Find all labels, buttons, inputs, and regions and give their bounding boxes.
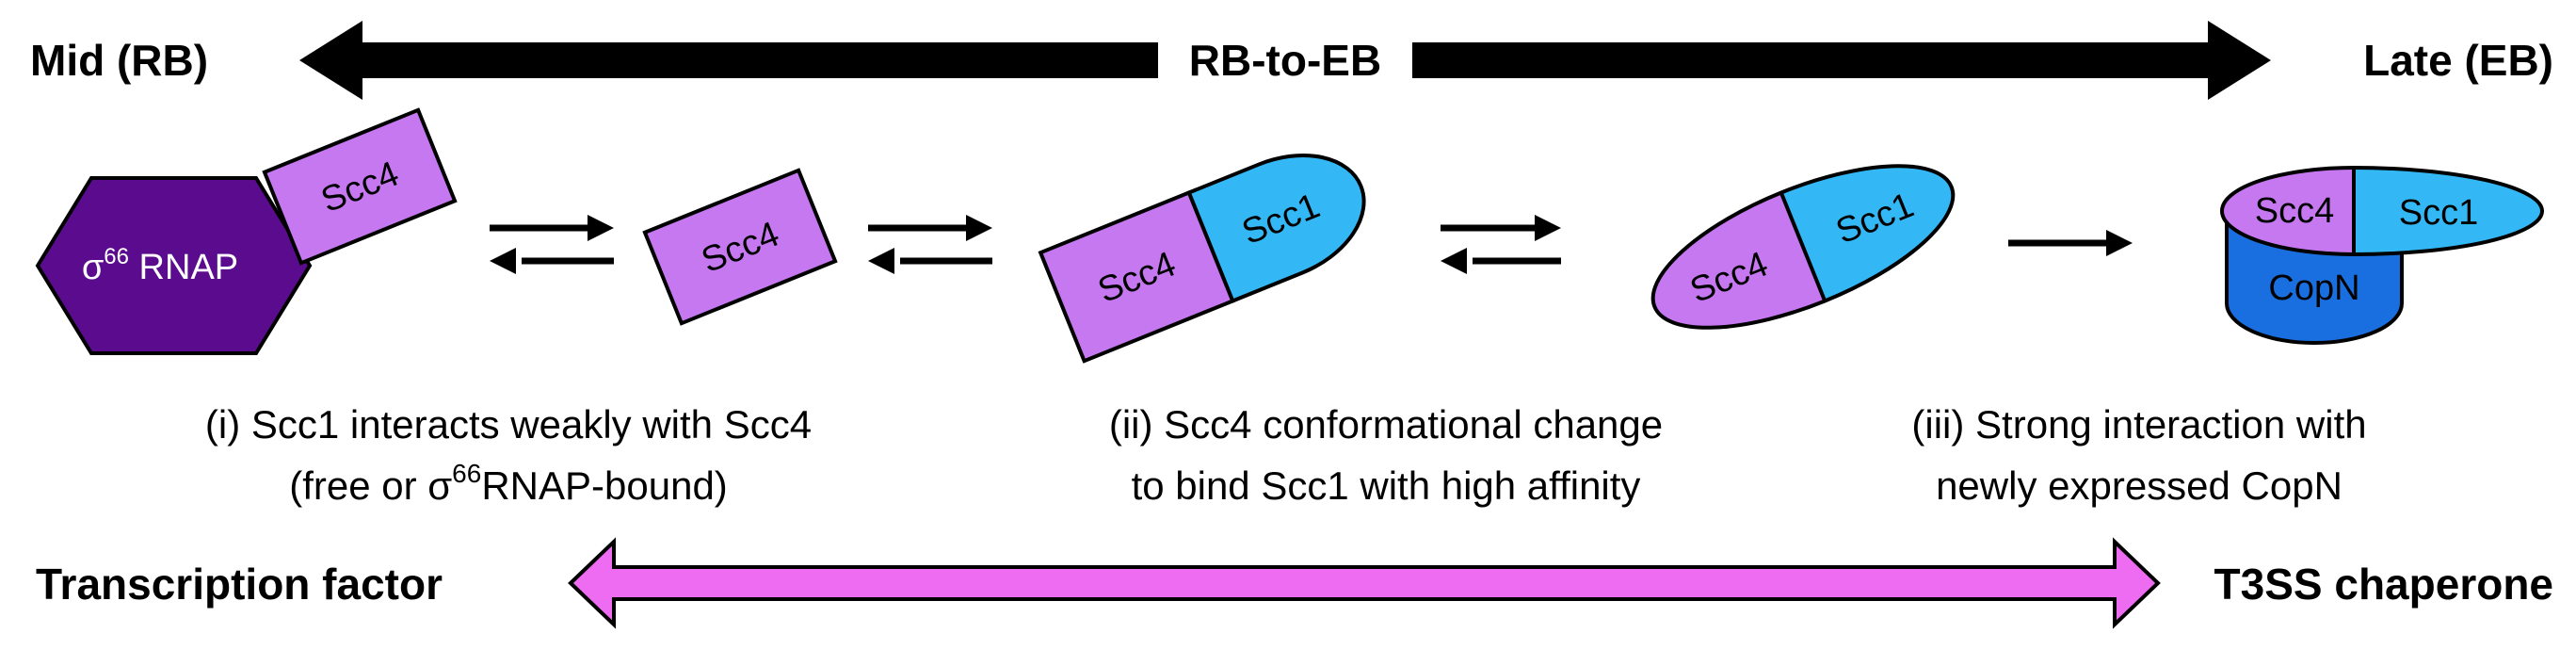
reverse-arrowhead [490,248,516,274]
forward-arrowhead [2106,230,2133,256]
forward-arrowhead [966,215,992,241]
timeline-arrowhead-right [2208,21,2271,100]
scc4-scc1-complex-open: Scc4 Scc1 [1038,154,1366,364]
reverse-arrowhead [868,248,894,274]
caption-step-3: (iii) Strong interaction with newly expr… [1911,402,2366,508]
forward-arrowhead [588,215,614,241]
caption-step-3-line1: (iii) Strong interaction with [1911,402,2366,447]
scc4-box [262,107,458,266]
top-ellipse-outline [2220,165,2544,257]
timeline-arrow [299,21,2271,100]
role-transcription-factor-label: Transcription factor [36,560,443,609]
caption-step-2-line1: (ii) Scc4 conformational change [1109,402,1663,447]
forward-arrowhead [1535,215,1561,241]
caption-step-1-line1: (i) Scc1 interacts weakly with Scc4 [205,402,812,447]
caption-step-2-line2: to bind Scc1 with high affinity [1132,463,1641,508]
stage-transition-label: RB-to-EB [1189,36,1381,85]
stage-mid-label: Mid (RB) [30,36,208,85]
rnap-complex: σ66 RNAP [35,176,313,355]
copn-label: CopN [2268,268,2359,308]
rnap-hexagon [35,176,313,355]
stage-late-label: Late (EB) [2363,36,2553,85]
complex-ellipse-left [1652,192,1826,328]
top-ellipse-scc1 [2354,168,2542,254]
caption-step-1: (i) Scc1 interacts weakly with Scc4 (fre… [205,402,812,508]
forward-arrow-4 [2008,230,2133,256]
caption-step-3-line2: newly expressed CopN [1936,463,2343,508]
role-t3ss-chaperone-label: T3SS chaperone [2214,560,2553,609]
function-arrow [568,537,2161,629]
scc1-label: Scc1 [2399,193,2478,233]
scc4-free: Scc4 [642,168,838,326]
complex-divider [1779,191,1827,302]
caption-step-2: (ii) Scc4 conformational change to bind … [1109,402,1663,508]
scc4-label: Scc4 [2255,191,2334,231]
function-double-arrow [568,537,2161,629]
timeline-arrowhead-left [299,21,362,100]
equilibrium-arrows-3 [1441,215,1561,274]
scc4-bound-rnap: Scc4 [262,107,458,266]
rnap-label: σ66 RNAP [82,244,238,287]
scc4-scc1-copn-complex: CopN Scc4 Scc1 [2220,165,2544,345]
equilibrium-arrows-2 [868,215,992,274]
reverse-arrowhead [1441,248,1467,274]
timeline-arrow-shaft-right [1412,42,2217,78]
scc4-box [1038,189,1235,364]
top-ellipse-scc4 [2222,168,2354,254]
timeline-arrow-shaft-left [353,42,1158,78]
scc4-box [642,168,838,326]
scc1-ellipse [1186,154,1366,304]
scc4-scc1-complex-tight: Scc4 Scc1 [1650,164,1956,330]
equilibrium-arrows-1 [490,215,614,274]
caption-step-1-line2: (free or σ66RNAP-bound) [289,459,728,508]
